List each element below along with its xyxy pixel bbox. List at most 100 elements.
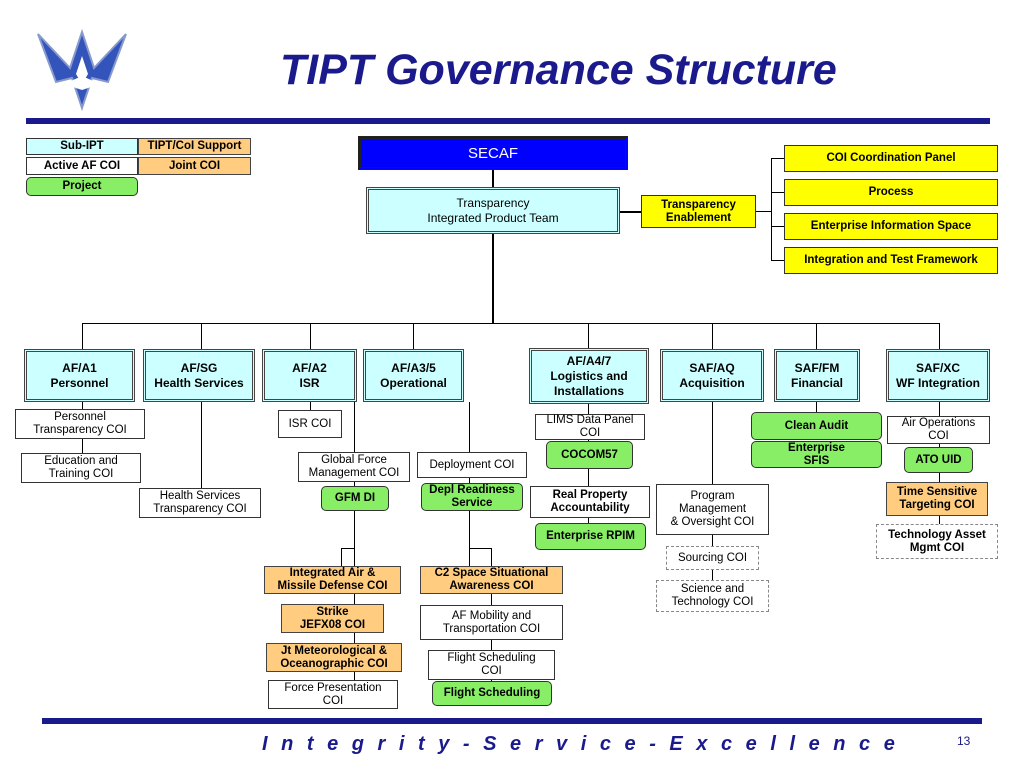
coi-line: Transportation COI [442,622,541,635]
org-code: AF/A2 [292,360,327,375]
connector [771,158,772,260]
org-code: SAF/XC [915,360,960,375]
coi-line: Awareness COI [449,580,534,592]
coi-line: Accountability [550,502,630,514]
connector [712,535,713,546]
legend-sub-ipt: Sub-IPT [26,138,138,155]
connector [413,323,414,350]
coi-line: Missile Defense COI [277,580,388,592]
org-name: Installations [553,383,624,398]
connector [354,511,355,689]
connector [712,402,713,484]
connector [712,323,713,350]
time-sensitive-targeting-coi: Time Sensitive Targeting COI [886,482,988,516]
transparency-enablement-box: Transparency Enablement [641,195,756,228]
coi-line: Transparency COI [33,424,127,436]
force-presentation-coi: Force Presentation COI [268,680,398,709]
connector [469,478,470,483]
connector [82,323,940,324]
org-saf-fm: SAF/FM Financial [774,349,860,402]
org-name: Acquisition [679,375,745,390]
connector [816,323,817,350]
org-name: WF Integration [896,375,980,390]
org-code: SAF/AQ [689,360,735,375]
coi-line: Time Sensitive [896,486,978,498]
org-saf-xc: SAF/XC WF Integration [886,349,990,402]
program-management-oversight-coi: Program Management & Oversight COI [656,484,769,535]
connector [491,594,492,606]
org-saf-aq: SAF/AQ Acquisition [660,349,764,402]
coi-line: Depl Readiness [429,484,515,496]
enterprise-rpim-project: Enterprise RPIM [535,523,646,550]
enablement-line1: Transparency [661,198,736,211]
connector [771,260,784,261]
connector [939,516,940,524]
connector [771,192,784,193]
legend-active-af-coi: Active AF COI [26,157,138,175]
coi-line: Strike [316,605,349,618]
connector [354,482,355,486]
coi-line: Technology COI [671,596,754,608]
connector [620,211,642,213]
deployment-coi: Deployment COI [417,452,527,478]
health-services-transparency-coi: Health Services Transparency COI [139,488,261,518]
coi-line: COI [322,694,344,707]
legend-joint-coi: Joint COI [138,157,251,175]
org-name: Logistics and [550,368,628,383]
integrated-air-missile-defense-coi: Integrated Air & Missile Defense COI [264,566,401,594]
connector [492,170,494,188]
coi-coordination-panel: COI Coordination Panel [784,145,998,172]
real-property-accountability: Real Property Accountability [530,486,650,518]
flight-scheduling-coi: Flight Scheduling COI [428,650,555,680]
isr-coi: ISR COI [278,410,342,438]
org-name: Health Services [154,375,244,390]
connector [756,211,771,212]
org-af-sg: AF/SG Health Services [143,349,255,402]
connector [588,469,589,486]
org-name: Financial [790,375,843,390]
connector [469,402,470,452]
footer-rule [42,718,982,724]
coi-line: Technology Asset [888,528,986,541]
connector [201,323,202,350]
coi-line: Real Property [552,489,628,501]
org-af-a35: AF/A3/5 Operational [363,349,464,402]
coi-line: Oceanographic COI [280,657,388,670]
flight-scheduling-project: Flight Scheduling [432,681,552,706]
connector [771,158,784,159]
coi-line: Management COI [308,467,400,479]
connector [310,402,311,410]
connector [491,640,492,650]
air-operations-coi: Air Operations COI [887,416,990,444]
coi-line: & Oversight COI [670,516,755,528]
org-code: AF/A4/7 [566,353,612,368]
gfm-di-project: GFM DI [321,486,389,511]
connector [939,473,940,482]
legend-project: Project [26,177,138,196]
connector [341,548,354,549]
page-number: 13 [957,734,971,748]
coi-line: Science and [680,583,745,595]
connector [341,548,342,566]
connector [588,404,589,414]
page-title: TIPT Governance Structure [280,46,837,94]
connector [469,511,470,569]
connector [491,548,492,566]
connector [588,323,589,349]
process-panel: Process [784,179,998,206]
coi-line: Targeting COI [899,499,975,511]
ato-uid-project: ATO UID [904,447,973,473]
coi-line: Force Presentation [284,681,382,694]
coi-line: Personnel [54,411,106,423]
strike-jefx08-coi: Strike JEFX08 COI [281,604,384,633]
coi-line: Flight Scheduling [447,652,536,664]
coi-line: AF Mobility and [451,609,532,622]
enablement-line2: Enablement [665,211,732,224]
coi-line: Global Force [321,454,387,466]
enterprise-sfis-project: Enterprise SFIS [751,441,882,468]
connector [816,402,817,412]
coi-line: C2 Space Situational [434,567,549,579]
connector [310,323,311,350]
technology-asset-mgmt-coi: Technology Asset Mgmt COI [876,524,998,559]
org-af-a2: AF/A2 ISR [262,349,357,402]
